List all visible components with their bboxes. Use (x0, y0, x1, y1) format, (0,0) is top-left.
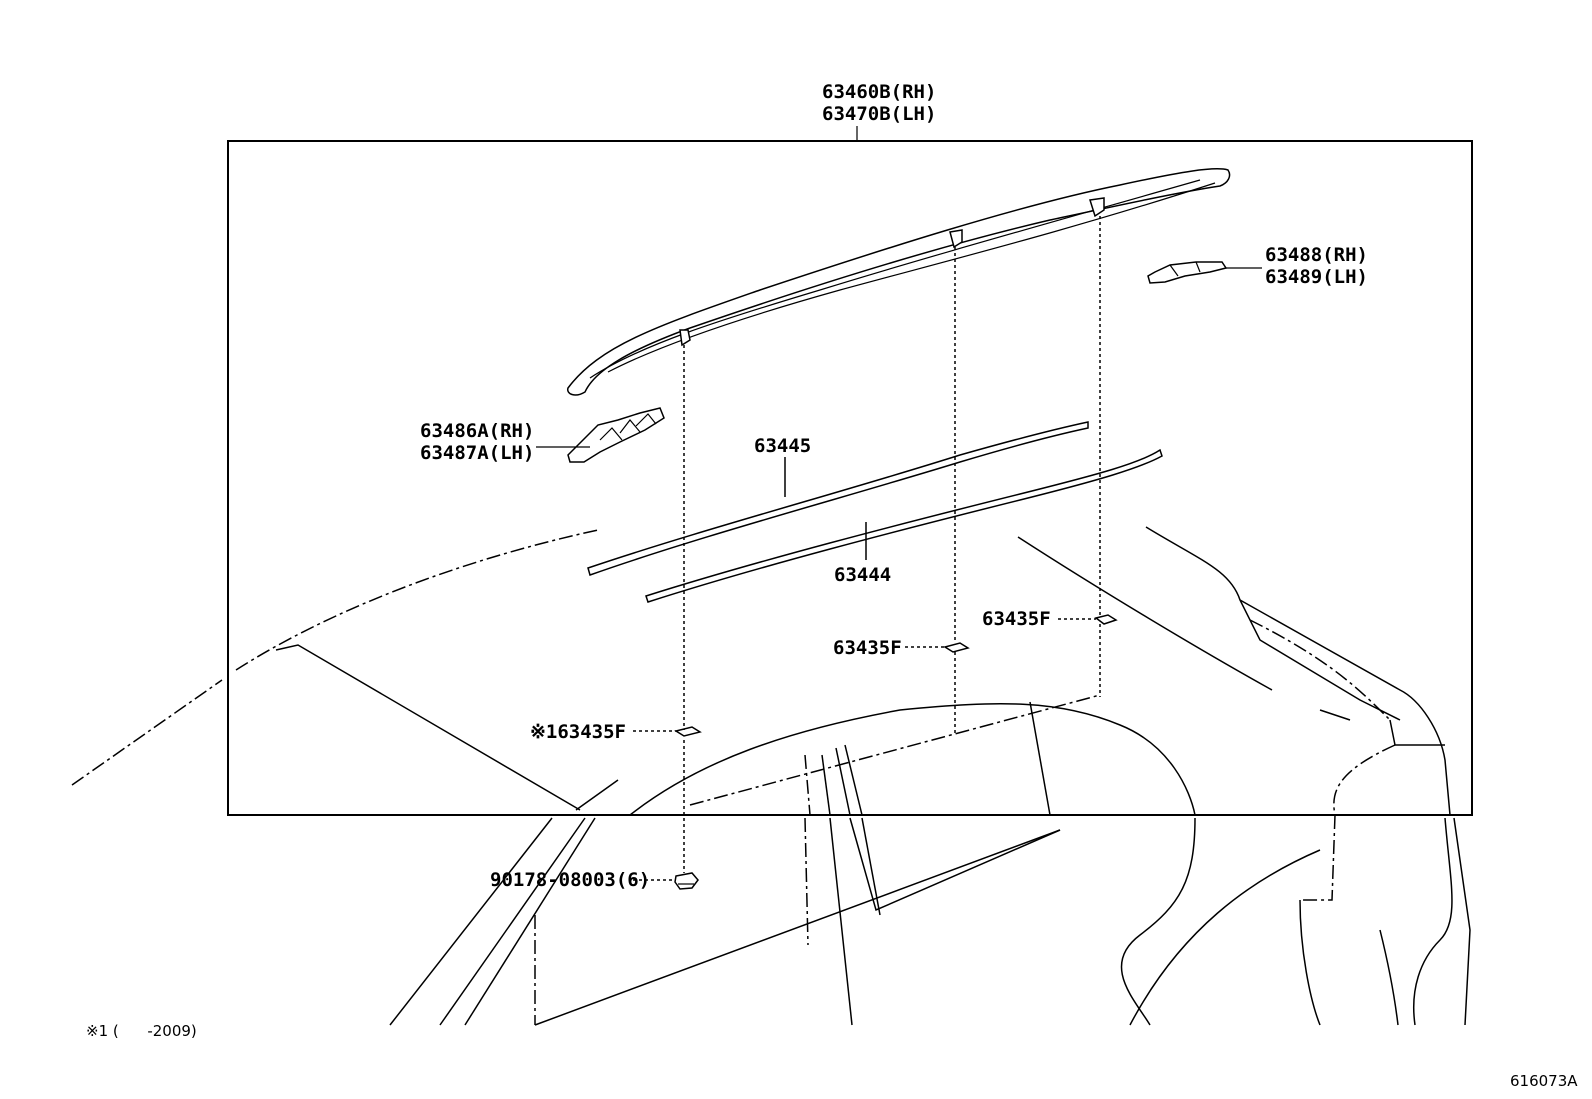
vehicle-lower-outline (389, 817, 1471, 1026)
label-roof-rail-lh: 63470B(LH) (822, 103, 936, 125)
label-spacer-center: 63435F (833, 637, 902, 659)
illustration-code: 616073A (1510, 1072, 1578, 1090)
label-spacer-front: ※163435F (530, 721, 626, 743)
nut-part (674, 872, 699, 890)
spacer-rear (1094, 614, 1118, 625)
roof-rack-rail (567, 168, 1231, 396)
vehicle-outline (71, 526, 1451, 901)
spacer-center (943, 642, 970, 653)
rail-molding (645, 448, 1163, 603)
rail-gasket (587, 421, 1089, 576)
label-rail-gasket: 63445 (754, 435, 811, 457)
label-nut: 90178-08003(6) (490, 869, 650, 891)
label-front-cover-lh: 63487A(LH) (420, 442, 534, 464)
label-spacer-rear: 63435F (982, 608, 1051, 630)
front-cover (567, 407, 665, 463)
rear-cover (1147, 261, 1228, 284)
label-front-cover-rh: 63486A(RH) (420, 420, 534, 442)
label-roof-rail-rh: 63460B(RH) (822, 81, 936, 103)
spacer-front (674, 726, 702, 737)
label-rear-cover-lh: 63489(LH) (1265, 266, 1368, 288)
mounting-guide-lines (683, 216, 1101, 873)
label-rail-molding: 63444 (834, 564, 891, 586)
footnote: ※1 ( -2009) (86, 1022, 197, 1040)
label-rear-cover-rh: 63488(RH) (1265, 244, 1368, 266)
